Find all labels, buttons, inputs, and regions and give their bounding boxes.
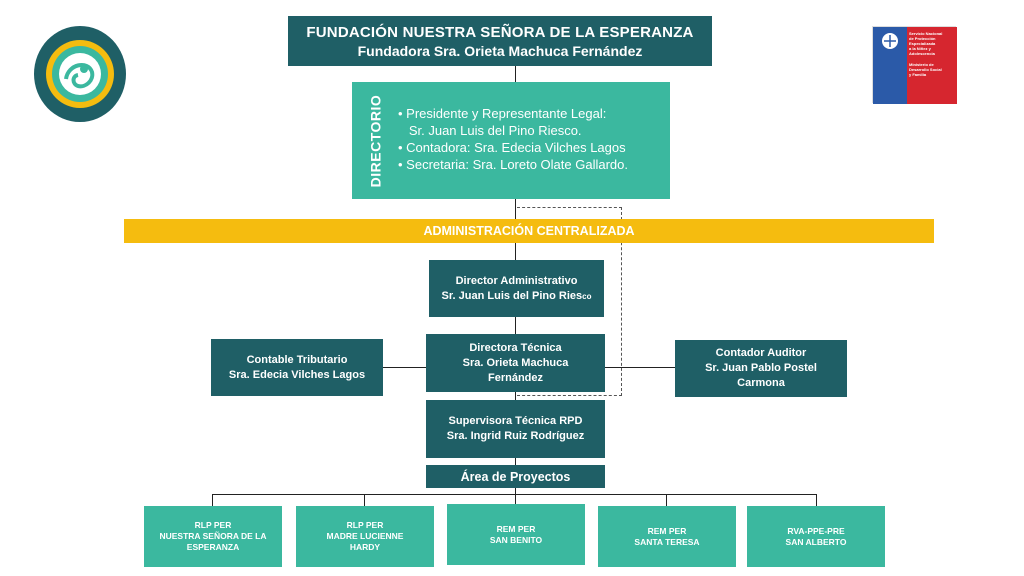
project-code: REM PER — [647, 525, 687, 536]
government-logo: Servicio Nacional de Protección Especial… — [872, 26, 957, 104]
project-code: RLP PER — [194, 520, 232, 530]
flag-red-block — [907, 27, 957, 104]
role-title: Director Administrativo — [455, 274, 578, 287]
connector-line — [515, 66, 516, 82]
connector-line — [364, 494, 365, 506]
person-name: Sra. Orieta Machuca — [462, 356, 569, 369]
project-code: RVA-PPE-PRE — [787, 525, 845, 536]
gov-logo-text: de Protección — [909, 36, 936, 41]
contable-tributario-box: Contable Tributario Sra. Edecia Vilches … — [211, 339, 383, 396]
project-box-san-alberto: RVA-PPE-PRE SAN ALBERTO — [747, 506, 885, 567]
board-member-line: • Contadora: Sra. Edecia Vilches Lagos — [398, 140, 626, 155]
founder-name: Fundadora Sra. Orieta Machuca Fernández — [357, 42, 643, 59]
project-name: SAN ALBERTO — [785, 536, 847, 547]
role-title: Contador Auditor — [715, 347, 807, 359]
director-administrativo-box: Director Administrativo Sr. Juan Luis de… — [429, 260, 604, 317]
project-name: NUESTRA SEÑORA DE LA — [159, 531, 267, 541]
gov-logo-text: a la Niñez y — [909, 46, 931, 51]
project-name: ESPERANZA — [186, 542, 240, 552]
connector-line — [212, 494, 817, 495]
coat-of-arms-icon — [882, 33, 898, 49]
connector-line — [515, 494, 516, 504]
project-box-lucienne-hardy: RLP PER MADRE LUCIENNE HARDY — [296, 506, 434, 567]
connector-line — [515, 488, 516, 494]
gov-logo-text: Adolescencia — [909, 51, 935, 56]
connector-line — [666, 494, 667, 506]
gov-logo-text: Ministerio de — [909, 62, 934, 67]
foundation-title-box: FUNDACIÓN NUESTRA SEÑORA DE LA ESPERANZA… — [288, 16, 712, 66]
connector-line — [816, 494, 817, 506]
person-name: Sra. Edecia Vilches Lagos — [228, 368, 366, 381]
project-box-santa-teresa: REM PER SANTA TERESA — [598, 506, 736, 567]
project-code: REM PER — [496, 523, 536, 534]
directorio-members: • Presidente y Representante Legal: Sr. … — [398, 105, 628, 173]
person-name: Fernández — [487, 371, 543, 384]
role-title: Directora Técnica — [469, 341, 562, 354]
person-name: Sra. Ingrid Ruiz Rodríguez — [446, 430, 585, 442]
role-title: Supervisora Técnica RPD — [448, 415, 583, 427]
gov-logo-text: Servicio Nacional — [909, 31, 943, 36]
connector-line — [515, 458, 516, 465]
area-proyectos-box: Área de Proyectos — [426, 465, 605, 488]
gov-logo-text: Especializada — [909, 41, 936, 46]
person-name: Sr. Juan Pablo Postel — [705, 362, 817, 374]
gov-logo-text: y Familia — [909, 72, 927, 77]
project-name: MADRE LUCIENNE — [326, 531, 404, 541]
connector-line — [515, 317, 516, 334]
area-proyectos-label: Área de Proyectos — [460, 469, 571, 484]
connector-line — [605, 367, 675, 368]
board-member-line: • Secretaria: Sra. Loreto Olate Gallardo… — [398, 157, 628, 172]
contador-auditor-box: Contador Auditor Sr. Juan Pablo Postel C… — [675, 340, 847, 397]
flag-blue-block — [873, 27, 907, 104]
admin-centralizada-bar: ADMINISTRACIÓN CENTRALIZADA — [124, 219, 934, 243]
project-name: SANTA TERESA — [634, 536, 700, 547]
connector-line — [212, 494, 213, 506]
person-name: Carmona — [737, 377, 785, 389]
foundation-logo — [32, 24, 128, 124]
project-name: SAN BENITO — [489, 534, 543, 545]
directora-tecnica-box: Directora Técnica Sra. Orieta Machuca Fe… — [426, 334, 605, 392]
supervisora-tecnica-box: Supervisora Técnica RPD Sra. Ingrid Ruiz… — [426, 400, 605, 458]
project-code: RLP PER — [346, 520, 384, 530]
project-name: HARDY — [349, 542, 381, 552]
person-name: Sr. Juan Luis del Pino Riesco — [441, 289, 592, 302]
directorio-box: DIRECTORIO • Presidente y Representante … — [352, 82, 670, 199]
role-title: Contable Tributario — [246, 353, 348, 366]
board-member-line: • Presidente y Representante Legal: — [398, 106, 607, 121]
project-box-nsesperanza: RLP PER NUESTRA SEÑORA DE LA ESPERANZA — [144, 506, 282, 567]
connector-line — [515, 392, 516, 400]
project-box-san-benito: REM PER SAN BENITO — [447, 504, 585, 565]
gov-logo-text: Desarrollo Social — [909, 67, 942, 72]
directorio-label: DIRECTORIO — [367, 94, 384, 187]
foundation-name: FUNDACIÓN NUESTRA SEÑORA DE LA ESPERANZA — [306, 23, 694, 41]
dashed-connector — [517, 207, 622, 396]
board-member-line: Sr. Juan Luis del Pino Riesco. — [398, 123, 582, 138]
admin-centralizada-label: ADMINISTRACIÓN CENTRALIZADA — [423, 224, 635, 238]
connector-line — [383, 367, 426, 368]
